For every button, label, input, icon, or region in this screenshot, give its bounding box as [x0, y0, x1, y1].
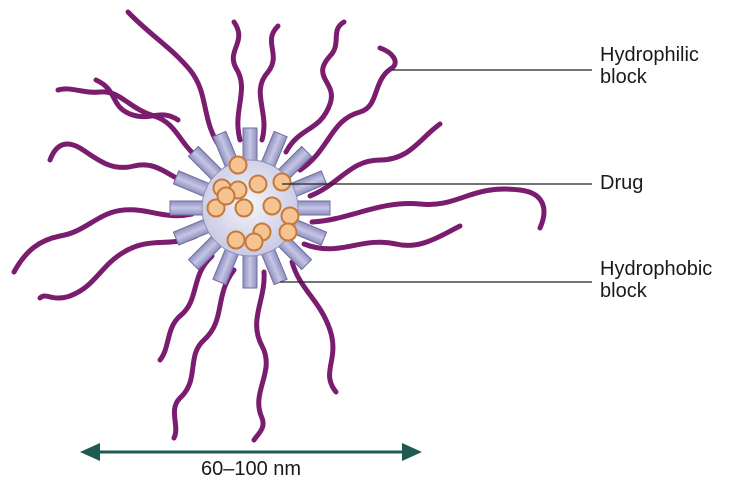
- drug-molecule: [282, 208, 299, 225]
- drug-molecule: [236, 200, 253, 217]
- hydrophilic-chain: [160, 256, 212, 360]
- drug-molecule: [250, 176, 267, 193]
- hydrophilic-chain: [40, 236, 196, 298]
- hydrophilic-chain: [233, 22, 241, 140]
- hydrophilic-chain: [96, 80, 178, 120]
- arrow-head-left: [80, 443, 100, 461]
- arrow-head-right: [402, 443, 422, 461]
- hydrophilic-chain: [50, 144, 196, 186]
- hydrophobic-block-label: Hydrophobic block: [600, 258, 740, 302]
- hydrophilic-chain: [260, 26, 278, 140]
- hydrophilic-chain: [254, 272, 266, 440]
- hydrophilic-block-label: Hydrophilic block: [600, 44, 740, 88]
- hydrophobic-label-line2: block: [600, 280, 740, 302]
- drug-molecule: [280, 224, 297, 241]
- hydrophilic-label-line1: Hydrophilic: [600, 44, 740, 66]
- hydrophilic-label-line2: block: [600, 66, 740, 88]
- drug-molecule: [228, 232, 245, 249]
- hydrophilic-chain: [174, 270, 234, 438]
- hydrophilic-chain: [300, 48, 395, 170]
- drug-molecule: [218, 188, 235, 205]
- drug-molecule: [274, 174, 291, 191]
- hydrophilic-chain: [312, 189, 544, 228]
- drug-molecule: [246, 234, 263, 251]
- drug-label: Drug: [600, 172, 740, 194]
- drug-molecule: [230, 157, 247, 174]
- drug-molecule: [264, 198, 281, 215]
- hydrophobic-label-line1: Hydrophobic: [600, 258, 740, 280]
- hydrophilic-chain: [304, 226, 460, 249]
- size-label: 60–100 nm: [176, 458, 326, 480]
